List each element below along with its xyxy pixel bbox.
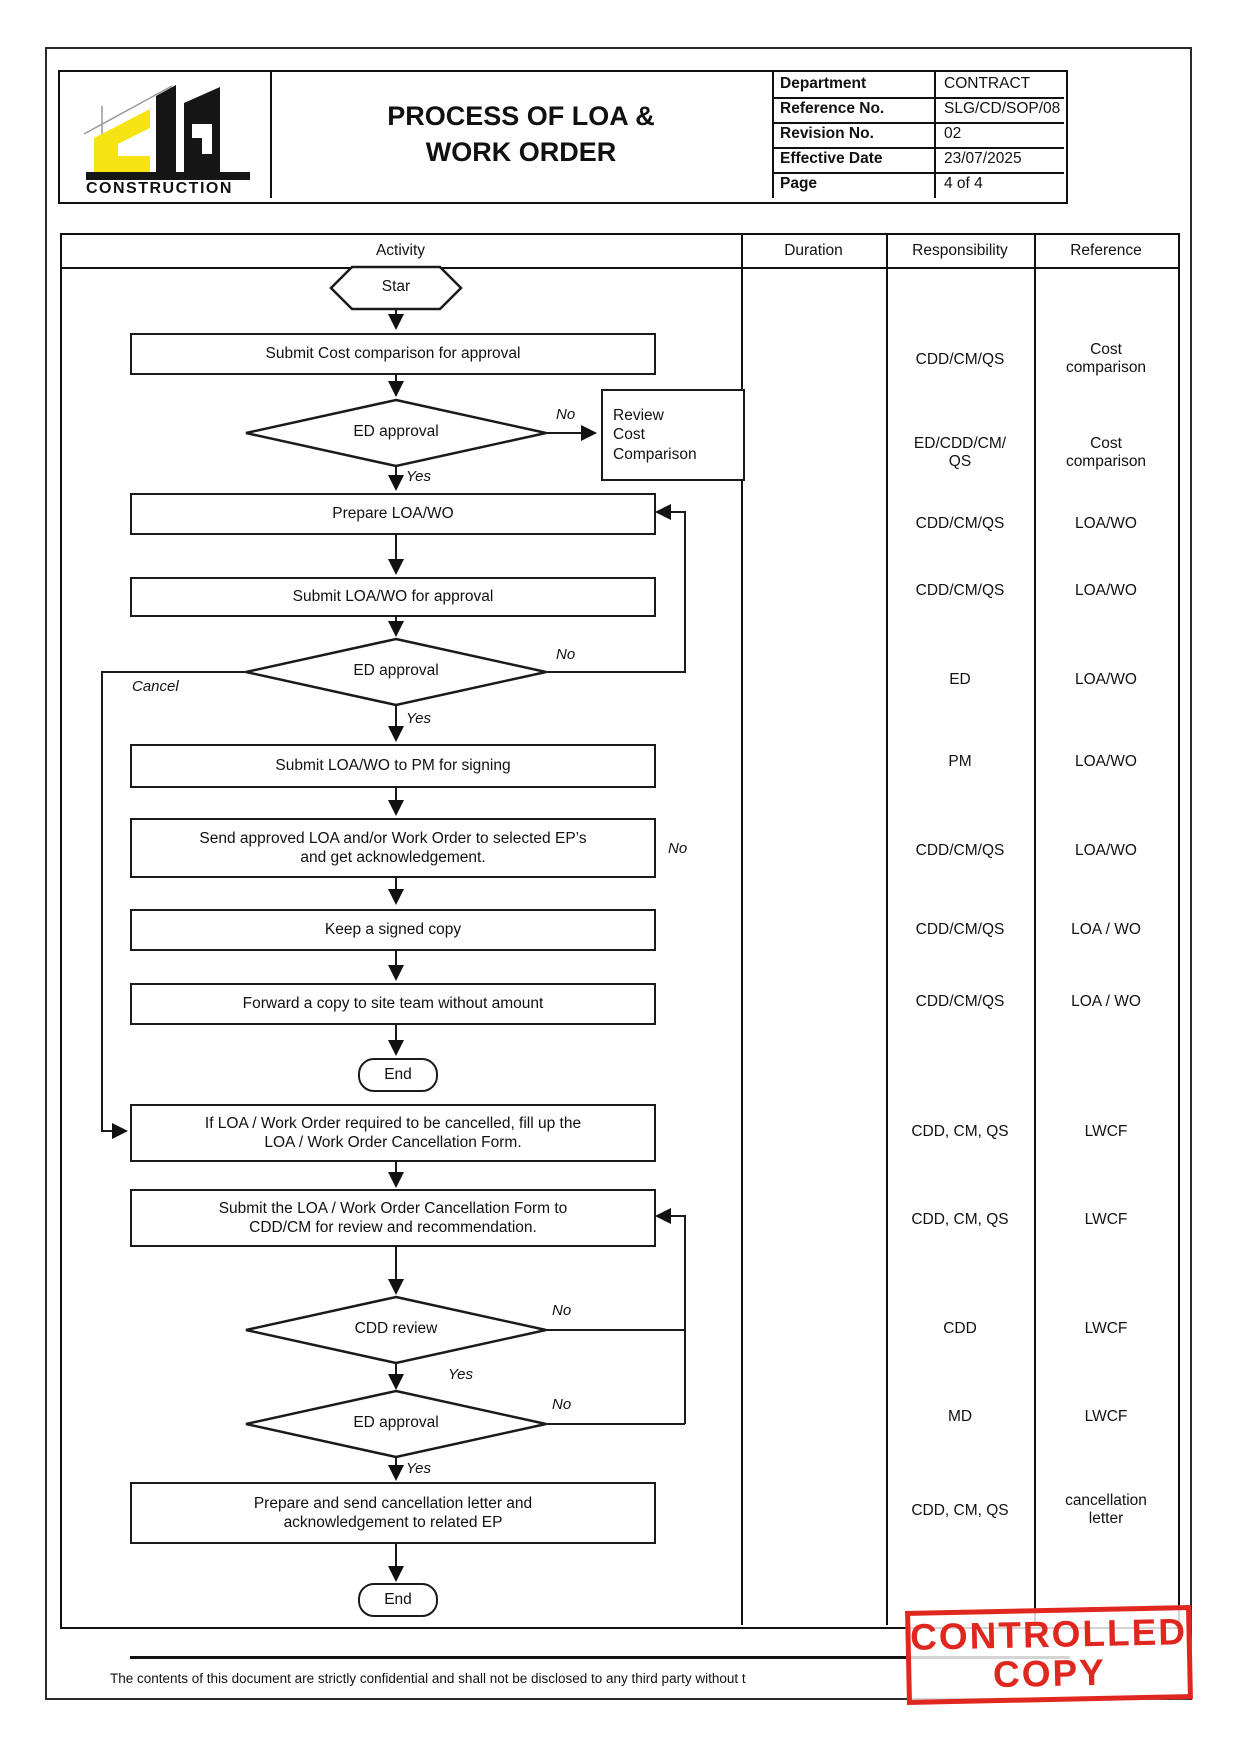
page-title: PROCESS OF LOA & WORK ORDER [387,101,655,168]
table-header-rule [60,267,1178,269]
responsibility-cell: ED [949,671,971,688]
info-row-line-2 [772,122,1064,124]
start-node-label: Star [381,278,411,295]
info-label-department: Department [780,75,867,92]
node-submit-loa-wo-approval: Submit LOA/WO for approval [130,577,656,617]
stamp-line-2: COPY [992,1651,1107,1696]
responsibility-cell: CDD/CM/QS [915,842,1005,859]
reference-cell: cancellation letter [1065,1492,1147,1527]
reference-cell: LOA/WO [1074,515,1137,532]
reference-cell: LOA/WO [1074,753,1137,770]
info-value-page: 4 of 4 [944,175,983,192]
reference-cell: LOA / WO [1071,921,1141,938]
header-info-table: Department CONTRACT Reference No. SLG/CD… [772,72,1064,198]
column-header-activity: Activity [375,242,426,259]
logo-wordmark: CONSTRUCTION [86,180,233,197]
slg-logo: CONSTRUCTION [72,76,262,198]
responsibility-cell: CDD, CM, QS [911,1123,1009,1140]
col-line-duration-responsibility [886,233,888,1625]
responsibility-cell: CDD/CM/QS [915,351,1005,368]
label-no-stray: No [668,840,688,857]
column-header-reference: Reference [1070,242,1142,259]
node-keep-signed-copy: Keep a signed copy [130,909,656,951]
info-value-reference-no: SLG/CD/SOP/08 [944,100,1061,117]
responsibility-cell: CDD/CM/QS [915,582,1005,599]
footer-confidentiality-note: The contents of this document are strict… [110,1671,746,1686]
info-label-revision-no: Revision No. [780,125,874,142]
decision-label-ed-approval-3: ED approval [353,1414,439,1431]
col-line-responsibility-reference [1034,233,1036,1625]
label-no-1: No [556,406,576,423]
node-end-1: End [358,1058,438,1092]
label-yes-4: Yes [406,1460,432,1477]
responsibility-cell: MD [947,1408,973,1425]
node-forward-copy-site-team: Forward a copy to site team without amou… [130,983,656,1025]
node-send-approved-loa: Send approved LOA and/or Work Order to s… [130,818,656,878]
node-submit-cost-comparison: Submit Cost comparison for approval [130,333,656,375]
stamp-line-1: CONTROLLED [909,1611,1188,1659]
logo-base-bar [86,172,250,180]
logo-s-shape [94,109,150,172]
info-label-effective-date: Effective Date [780,150,883,167]
reference-cell: LOA / WO [1071,993,1141,1010]
document-header: CONSTRUCTION PROCESS OF LOA & WORK ORDER… [58,70,1068,204]
reference-cell: LWCF [1084,1320,1128,1337]
logo-roof-line [83,85,173,135]
slg-logo-graphic [83,85,250,180]
footer-rule [130,1656,1070,1659]
reference-cell: LOA/WO [1074,842,1137,859]
info-value-effective-date: 23/07/2025 [944,150,1022,167]
reference-cell: LWCF [1084,1123,1128,1140]
reference-cell: LOA/WO [1074,582,1137,599]
logo-g-notch-2 [202,124,212,154]
label-yes-3: Yes [448,1366,474,1383]
logo-l-tower [156,85,176,172]
col-line-activity-duration [741,233,743,1625]
responsibility-cell: CDD, CM, QS [911,1502,1009,1519]
info-value-department: CONTRACT [944,75,1031,92]
info-row-line-1 [772,97,1064,99]
label-no-4: No [552,1396,572,1413]
node-prepare-cancellation-letter: Prepare and send cancellation letter and… [130,1482,656,1544]
reference-cell: Cost comparison [1065,341,1147,376]
reference-cell: LWCF [1084,1211,1128,1228]
responsibility-cell: CDD/CM/QS [915,515,1005,532]
decision-label-ed-approval-1: ED approval [353,423,439,440]
info-label-page: Page [780,175,818,192]
node-fill-cancellation-form: If LOA / Work Order required to be cance… [130,1104,656,1162]
node-end-2: End [358,1583,438,1617]
responsibility-cell: CDD [943,1320,977,1337]
reference-cell: Cost comparison [1065,435,1147,470]
info-value-revision-no: 02 [944,125,962,142]
info-label-reference-no: Reference No. [780,100,885,117]
column-header-duration: Duration [784,242,843,259]
reference-cell: LWCF [1084,1408,1128,1425]
label-cancel: Cancel [132,678,179,695]
controlled-copy-stamp: CONTROLLED COPY [905,1605,1193,1705]
label-yes-1: Yes [406,468,432,485]
decision-label-cdd-review: CDD review [354,1320,438,1337]
label-no-2: No [556,646,576,663]
info-col-divider [934,72,936,198]
responsibility-cell: CDD/CM/QS [915,993,1005,1010]
column-header-responsibility: Responsibility [912,242,1008,259]
info-row-line-4 [772,172,1064,174]
node-submit-loa-wo-pm: Submit LOA/WO to PM for signing [130,744,656,788]
info-row-line-3 [772,147,1064,149]
responsibility-cell: CDD/CM/QS [915,921,1005,938]
responsibility-cell: CDD, CM, QS [911,1211,1009,1228]
node-review-cost-comparison: Review Cost Comparison [601,389,745,481]
header-divider-2 [772,72,774,198]
reference-cell: LOA/WO [1074,671,1137,688]
label-yes-2: Yes [406,710,432,727]
node-submit-cancellation-form: Submit the LOA / Work Order Cancellation… [130,1189,656,1247]
node-prepare-loa-wo: Prepare LOA/WO [130,493,656,535]
label-no-3: No [552,1302,572,1319]
decision-label-ed-approval-2: ED approval [353,662,439,679]
header-divider-1 [270,72,272,198]
responsibility-cell: ED/CDD/CM/ QS [913,435,1007,470]
page-border [45,47,1192,1700]
responsibility-cell: PM [948,753,972,770]
